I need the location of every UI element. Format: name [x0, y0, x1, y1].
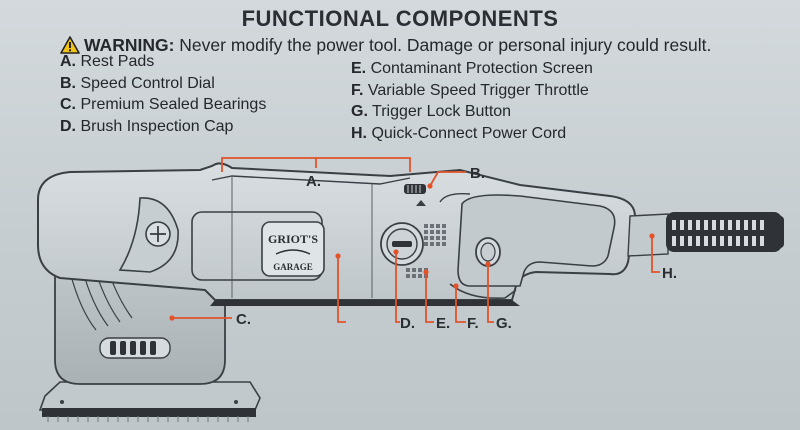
callout-g: G. — [496, 315, 512, 332]
components-list-left: A. Rest Pads B. Speed Control Dial C. Pr… — [60, 51, 266, 137]
warning-text: Never modify the power tool. Damage or p… — [179, 35, 712, 55]
backing-pad — [38, 381, 261, 422]
component-item: F. Variable Speed Trigger Throttle — [351, 81, 589, 99]
component-item: B. Speed Control Dial — [60, 74, 215, 92]
warning-line: WARNING: Never modify the power tool. Da… — [60, 35, 711, 59]
callout-h: H. — [662, 265, 677, 282]
crosshair-icon — [145, 221, 171, 247]
component-item: A. Rest Pads — [60, 53, 155, 70]
handle-grip — [457, 194, 616, 287]
svg-text:GARAGE: GARAGE — [273, 262, 313, 272]
component-item: D. Brush Inspection Cap — [60, 117, 234, 135]
warning-triangle-icon — [60, 36, 80, 59]
components-list-right: E. Contaminant Protection Screen F. Vari… — [351, 58, 593, 144]
page-title: FUNCTIONAL COMPONENTS — [241, 6, 559, 31]
speed-dial — [404, 184, 426, 206]
callout-c: C. — [236, 311, 251, 328]
brush-inspection-cap — [380, 222, 424, 266]
svg-text:GRIOT'S: GRIOT'S — [268, 232, 318, 246]
component-item: E. Contaminant Protection Screen — [351, 60, 593, 77]
callout-f: F. — [467, 315, 479, 332]
callout-e: E. — [436, 315, 450, 332]
leader-lines — [172, 157, 660, 323]
power-cord — [627, 212, 784, 257]
callout-b: B. — [470, 165, 485, 182]
component-item: G. Trigger Lock Button — [351, 103, 512, 120]
rest-pad-ridge — [211, 175, 411, 185]
callout-a: A. — [306, 173, 321, 190]
component-item: C. Premium Sealed Bearings — [60, 96, 267, 113]
vent-slots — [99, 337, 171, 359]
brand-logo: GRIOT'S GARAGE — [261, 221, 325, 277]
warning-label: WARNING: — [84, 35, 175, 55]
lower-rail — [210, 300, 520, 306]
component-item: H. Quick-Connect Power Cord — [351, 124, 567, 142]
callout-d: D. — [400, 315, 415, 332]
